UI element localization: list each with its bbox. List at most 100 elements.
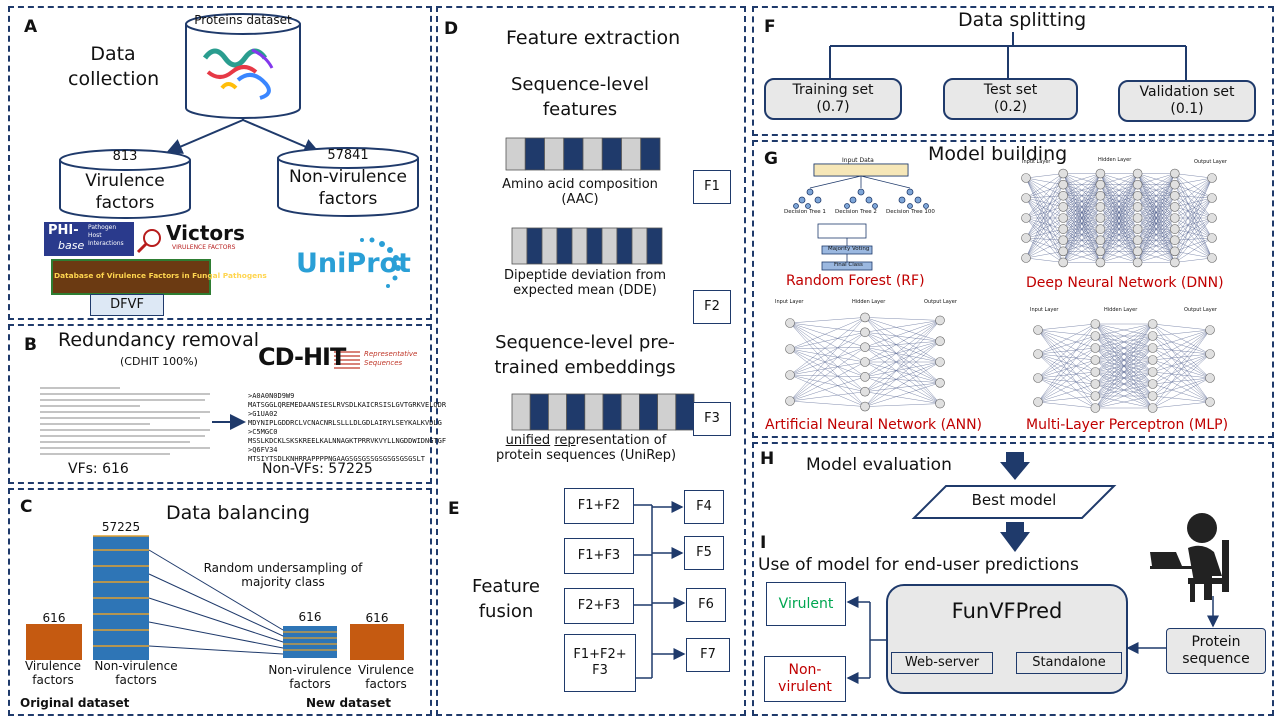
nn-node [1207,213,1217,223]
nn-edge [1025,228,1064,259]
web-server-button[interactable]: Web-server [891,652,993,674]
nn-edge [1174,177,1213,185]
nn-node [1147,367,1158,377]
rf-tree2-text: Decision Tree 2 [835,209,877,215]
nn-edge [1174,173,1213,239]
panel-a [8,6,432,320]
nn-node [1205,373,1215,383]
panel-b-subtitle: (CDHIT 100%) [120,355,198,368]
nn-node [1095,224,1106,234]
ann-in-layer: Input Layer [775,299,804,305]
feature-bar-segment [529,393,549,431]
rf-tree3-text: Decision Tree 100 [886,209,935,215]
nn-edge [1100,173,1138,219]
nn-edge [1174,195,1213,259]
nn-edge [789,374,866,378]
phi-base-subtext: Pathogen Host Interactions [88,224,124,247]
feature-bar-segment [548,393,568,431]
nn-edge [1174,197,1213,230]
aac-feature-bar [505,137,661,171]
splitting-tree [829,32,1187,80]
feature-bar-segment [601,227,618,265]
training-set-box: Training set (0.7) [764,78,902,120]
nn-edge [1174,173,1213,199]
orig-nvf-stack [93,535,149,660]
nn-edge [1037,359,1096,403]
nn-node [785,370,795,380]
nn-edge [1100,173,1138,208]
feature-bar-segment [601,137,622,171]
down-arrow-icon-2 [1000,522,1030,552]
nn-node [860,386,870,397]
nvf-count: 57841 [327,148,369,163]
virulent-output-box: Virulent [766,582,846,626]
nn-edge [1152,395,1211,403]
nn-node [1147,379,1158,389]
nn-node [785,344,795,354]
nn-edge [789,391,866,402]
nn-edge [1137,173,1175,241]
nn-edge [789,361,866,376]
nn-edge [864,317,941,363]
nn-edge [1025,177,1064,208]
nn-node [1147,355,1158,365]
nn-edge [1025,173,1064,219]
nn-node [1090,367,1101,377]
nn-edge [789,317,866,376]
nn-node [1170,257,1180,268]
phi-base-text-1: PHI- [48,223,79,238]
nn-edge [1174,177,1213,230]
nn-node [1170,202,1180,212]
nn-edge [1037,335,1096,355]
nn-edge [1025,173,1064,199]
nn-edge [1100,173,1138,185]
nn-node [935,377,945,388]
nn-edge [1174,217,1213,241]
dnn-out-layer: Output Layer [1194,159,1227,165]
dde-label: Dipeptide deviation from expected mean (… [503,268,667,298]
nn-edge [864,341,941,378]
nn-edge [1025,197,1064,208]
nn-edge [864,317,941,342]
nn-node [1132,246,1143,257]
embeddings-title: Sequence-level pre- trained embeddings [494,332,676,378]
nn-edge [1174,228,1213,239]
nn-edge [1025,195,1064,199]
nn-edge [789,332,866,402]
nn-node [1021,233,1031,243]
nn-edge [789,346,866,376]
nn-edge [1174,177,1213,196]
nn-node [1095,213,1106,223]
nn-node [1033,325,1043,335]
nn-edge [1100,184,1138,263]
panel-d-title: Feature extraction [506,27,681,49]
nn-edge [1025,217,1064,241]
feature-bar-segment [675,393,695,431]
nn-edge [789,347,866,402]
nn-edge [1025,177,1064,230]
label-e: E [448,499,460,519]
nn-edge [1137,173,1175,230]
fasta-sequences: >A0A0N0D9W9 MATSGGLQREMEDAANSIESLRVSDLKA… [248,392,447,463]
nn-edge [864,317,941,383]
nn-edge [1137,173,1175,196]
f5-box: F5 [684,536,724,570]
feature-bar-segment [571,227,588,265]
nn-node [1095,235,1106,246]
nn-edge [1137,228,1175,263]
nn-edge [1025,184,1064,199]
nn-node [1170,224,1180,234]
nn-edge [1063,173,1101,263]
unirep-line2: protein sequences (UniRep) [495,447,677,463]
feature-bar-segment [563,137,584,171]
standalone-button[interactable]: Standalone [1016,652,1122,674]
proteins-database-icon [185,13,301,119]
nn-edge [1100,173,1138,196]
nn-edge [1174,197,1213,208]
feature-bar-segment [602,393,622,431]
feature-bar-segment [657,393,677,431]
feature-bar-segment [646,227,663,265]
nn-edge [864,391,941,404]
nn-edge [1095,323,1153,337]
